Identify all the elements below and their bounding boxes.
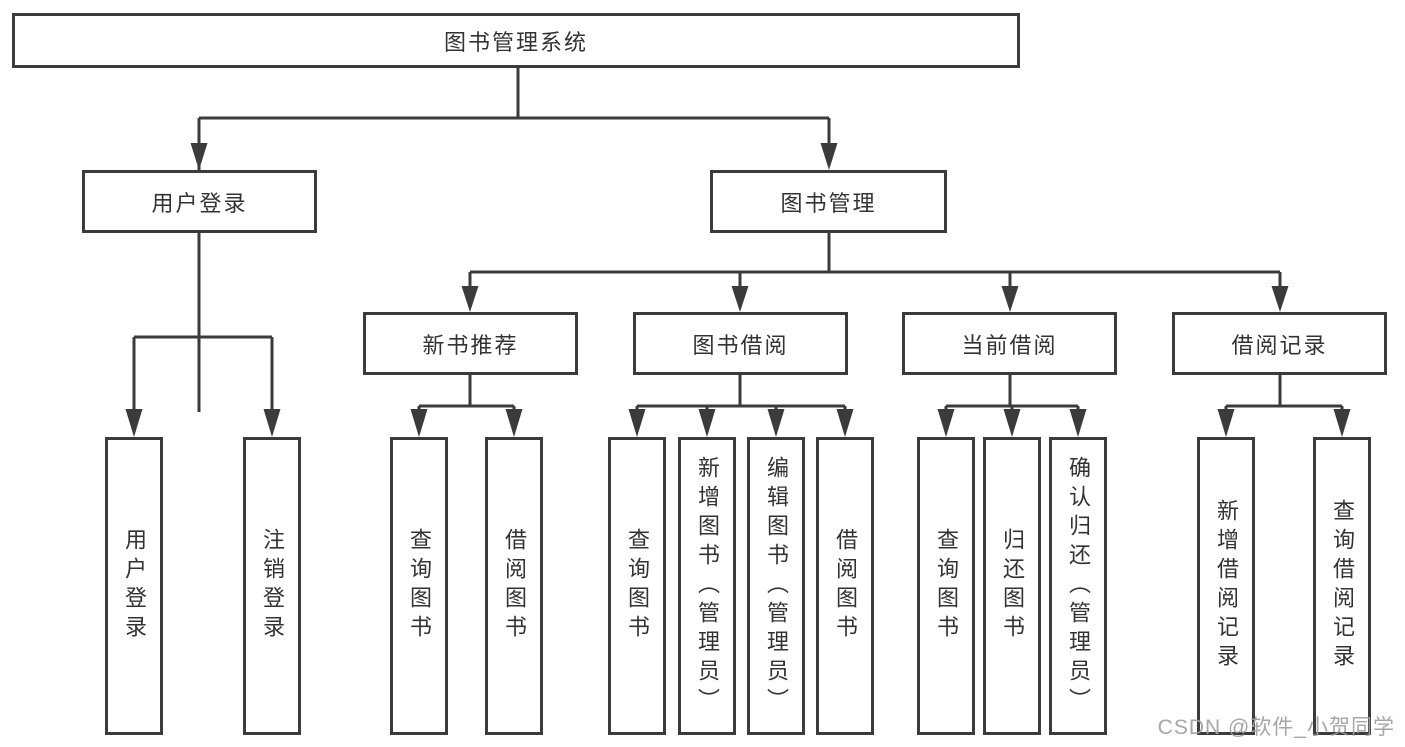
leaf-borrow-books-borrow-label: 借阅图书 (833, 528, 858, 644)
node-new-book-recommend-label: 新书推荐 (422, 332, 519, 358)
leaf-query-books-borrow-label: 查询图书 (625, 528, 650, 644)
leaf-add-borrow-record: 新增借阅记录 (1197, 437, 1255, 735)
connector-book-management-to-level3 (461, 233, 1289, 312)
leaf-query-borrow-record-label: 查询借阅记录 (1330, 499, 1355, 673)
arrowhead (125, 409, 143, 437)
leaf-borrow-books-recommend-label: 借阅图书 (502, 528, 527, 644)
leaf-add-book-admin: 新增图书（管理员） (678, 437, 736, 735)
arrowhead (628, 409, 646, 437)
arrowhead (937, 409, 955, 437)
arrowhead (836, 409, 854, 437)
leaf-query-books-recommend: 查询图书 (390, 437, 448, 735)
leaf-query-books-borrow: 查询图书 (608, 437, 666, 735)
connector-user-login-to-leaves (125, 233, 281, 437)
node-borrow-records-label: 借阅记录 (1231, 332, 1328, 358)
arrowhead (731, 286, 749, 312)
leaf-confirm-return-admin: 确认归还（管理员） (1049, 437, 1107, 735)
node-current-borrow: 当前借阅 (902, 312, 1117, 375)
arrowhead (1333, 409, 1351, 437)
node-book-borrow-label: 图书借阅 (692, 332, 789, 358)
leaf-query-books-current: 查询图书 (917, 437, 975, 735)
leaf-return-books-label: 归还图书 (1000, 528, 1025, 644)
leaf-add-book-admin-label: 新增图书（管理员） (695, 455, 720, 717)
arrowhead (698, 409, 716, 437)
connector-line (417, 375, 516, 414)
leaf-logout: 注销登录 (243, 437, 301, 735)
leaf-return-books: 归还图书 (983, 437, 1041, 735)
leaf-query-borrow-record: 查询借阅记录 (1313, 437, 1371, 735)
node-root-label: 图书管理系统 (443, 29, 588, 55)
leaf-borrow-books-recommend: 借阅图书 (485, 437, 543, 735)
connector-borrow-records-to-leaves (1217, 375, 1351, 437)
leaf-query-books-current-label: 查询图书 (934, 528, 959, 644)
arrowhead (1217, 409, 1235, 437)
connector-current-borrow-to-leaves (937, 375, 1087, 437)
arrowhead (1001, 286, 1019, 312)
connector-line (197, 68, 831, 412)
arrowhead (190, 143, 208, 170)
node-book-borrow: 图书借阅 (633, 312, 848, 375)
connector-new-book-to-leaves (410, 375, 523, 437)
node-user-login: 用户登录 (82, 170, 317, 233)
connector-line (944, 375, 1080, 414)
node-root: 图书管理系统 (12, 13, 1020, 68)
arrowhead (1271, 286, 1289, 312)
arrowhead (820, 143, 838, 170)
arrowhead (505, 409, 523, 437)
leaf-edit-book-admin: 编辑图书（管理员） (747, 437, 805, 735)
leaf-borrow-books-borrow: 借阅图书 (816, 437, 874, 735)
arrowhead (263, 409, 281, 437)
arrowhead (1003, 409, 1021, 437)
connector-line (132, 233, 274, 414)
connector-line (635, 375, 847, 414)
leaf-add-borrow-record-label: 新增借阅记录 (1214, 499, 1239, 673)
leaf-edit-book-admin-label: 编辑图书（管理员） (764, 455, 789, 717)
arrowhead (1069, 409, 1087, 437)
arrowhead (767, 409, 785, 437)
connector-line (1224, 375, 1344, 414)
arrowhead (410, 409, 428, 437)
node-new-book-recommend: 新书推荐 (363, 312, 578, 375)
node-current-borrow-label: 当前借阅 (961, 332, 1058, 358)
leaf-query-books-recommend-label: 查询图书 (407, 528, 432, 644)
arrowhead (461, 286, 479, 312)
leaf-logout-label: 注销登录 (260, 528, 285, 644)
connector-root-to-level2 (190, 68, 838, 412)
leaf-user-login-label: 用户登录 (122, 528, 147, 644)
node-book-management: 图书管理 (710, 170, 947, 233)
node-book-management-label: 图书管理 (780, 190, 877, 216)
node-borrow-records: 借阅记录 (1172, 312, 1387, 375)
csdn-watermark: CSDN @软件_小贺同学 (1157, 716, 1395, 739)
node-user-login-label: 用户登录 (151, 190, 248, 216)
connector-book-borrow-to-leaves (628, 375, 854, 437)
leaf-confirm-return-admin-label: 确认归还（管理员） (1066, 455, 1091, 717)
leaf-user-login: 用户登录 (105, 437, 163, 735)
connector-line (468, 233, 1282, 290)
